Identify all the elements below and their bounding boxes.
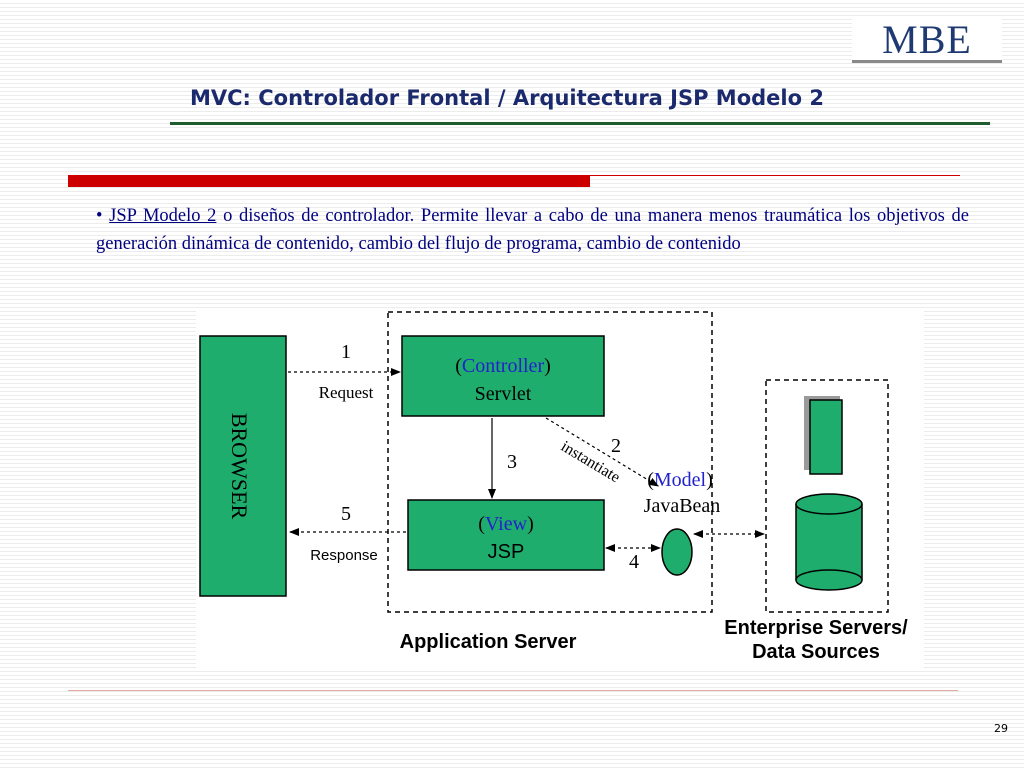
controller-box <box>401 335 605 417</box>
browser-label: BROWSER <box>227 413 252 520</box>
bullet-marker: • <box>96 206 103 226</box>
bullet-paragraph: • JSP Modelo 2 o diseños de controlador.… <box>96 202 969 258</box>
step-5-label: 5 <box>341 503 351 525</box>
enterprise-label-line2: Data Sources <box>752 641 880 663</box>
title-underline <box>170 122 990 125</box>
view-name-label: JSP <box>488 541 525 563</box>
enterprise-server-icon <box>809 399 843 475</box>
slide-title: MVC: Controlador Frontal / Arquitectura … <box>190 86 824 110</box>
application-server-label: Application Server <box>400 631 577 653</box>
footer-rule <box>68 690 958 691</box>
enterprise-frame <box>765 379 889 613</box>
red-accent-bar <box>68 175 590 187</box>
model-role-label: (Model) <box>647 469 713 491</box>
bullet-body: o diseños de controlador. Permite llevar… <box>96 206 969 254</box>
instantiate-arrow <box>545 417 659 487</box>
application-server-frame <box>387 311 713 613</box>
logo-text: MBE <box>882 17 972 62</box>
view-role-label: (View) <box>478 513 533 535</box>
response-label: Response <box>310 547 378 564</box>
red-accent-line <box>590 175 960 176</box>
step-4-label: 4 <box>629 551 639 573</box>
browser-box <box>199 335 287 597</box>
step-2-label: 2 <box>611 435 621 457</box>
controller-role-label: (Controller) <box>455 355 551 377</box>
database-icon <box>795 493 863 591</box>
logo: MBE <box>852 18 1002 63</box>
step-1-label: 1 <box>341 341 351 363</box>
page-number: 29 <box>994 722 1008 735</box>
javabean-icon <box>661 528 693 576</box>
request-label: Request <box>319 383 374 402</box>
enterprise-label-line1: Enterprise Servers/ <box>724 617 908 639</box>
controller-name-label: Servlet <box>475 383 532 405</box>
model-name-label: JavaBean <box>644 495 721 517</box>
mvc-diagram: BROWSER (Controller) Servlet (View) JSP … <box>199 311 908 663</box>
bullet-term: JSP Modelo 2 <box>109 206 217 226</box>
step-3-label: 3 <box>507 451 517 473</box>
view-box <box>407 499 605 571</box>
